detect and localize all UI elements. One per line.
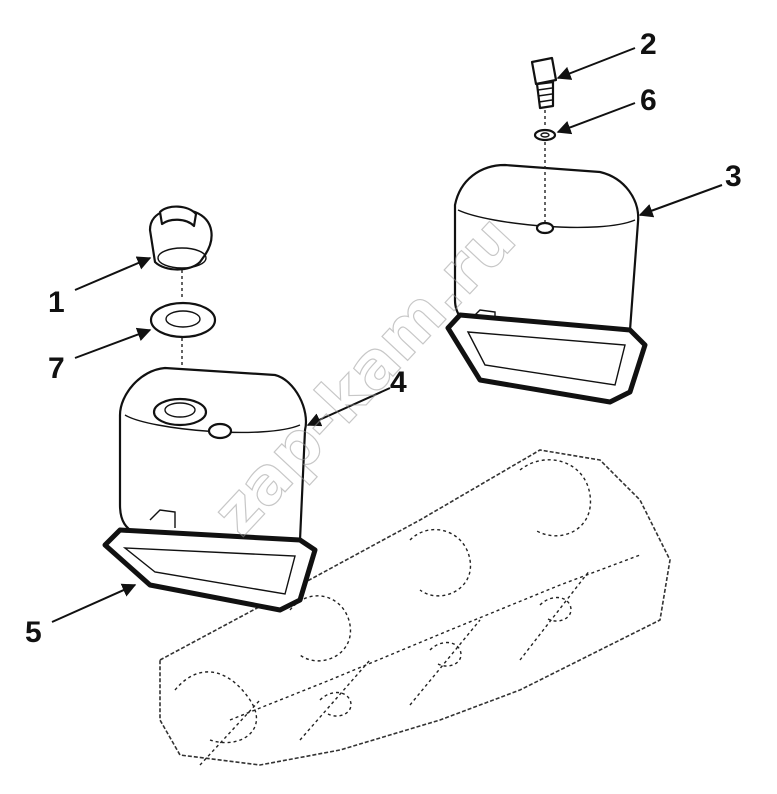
callout-6: 6 — [640, 84, 657, 117]
callout-7: 7 — [48, 352, 65, 385]
front-gasket — [102, 527, 318, 613]
rear-gasket — [445, 312, 648, 405]
callout-1: 1 — [48, 286, 65, 319]
callout-4: 4 — [390, 366, 407, 399]
washer — [533, 128, 557, 142]
callout-2: 2 — [640, 28, 657, 61]
callout-3: 3 — [725, 160, 742, 193]
cylinder-head — [159, 449, 671, 766]
callout-5: 5 — [25, 616, 42, 649]
front-valve-cover — [118, 366, 308, 558]
seal-ring — [149, 301, 217, 339]
filler-cap — [148, 205, 213, 271]
bolt — [530, 56, 558, 110]
leader-lines — [51, 47, 723, 623]
